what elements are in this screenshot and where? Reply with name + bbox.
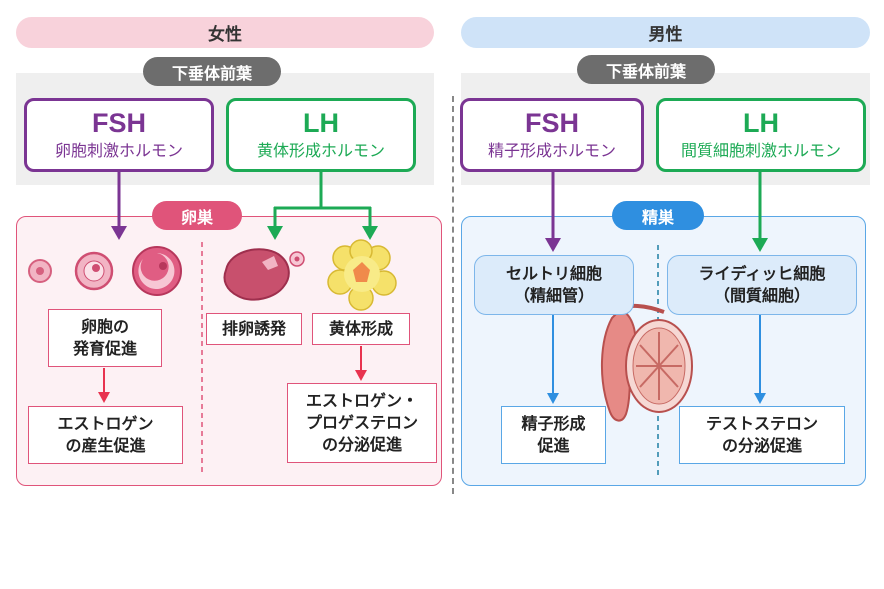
sperm-formation-line2: 促進 — [537, 436, 570, 455]
female-pituitary-label: 下垂体前葉 — [143, 57, 281, 86]
testis-tag-text: 精巣 — [641, 207, 674, 227]
female-lh-subtitle: 黄体形成ホルモン — [256, 141, 385, 160]
male-pituitary-text: 下垂体前葉 — [605, 61, 686, 81]
male-fsh-arrow — [545, 172, 561, 252]
sertoli-line1: セルトリ細胞 — [505, 264, 602, 283]
female-fsh-subtitle: 卵胞刺激ホルモン — [54, 141, 183, 160]
testosterone-arrow — [754, 315, 766, 404]
male-lh-subtitle: 間質細胞刺激ホルモン — [680, 141, 841, 160]
testis-tag: 精巣 — [612, 201, 704, 230]
ovulation-illustration — [223, 248, 305, 301]
leydig-line1: ライディッヒ細胞 — [698, 264, 826, 283]
male-lh-title: LH — [743, 108, 779, 138]
ovary-tag: 卵巣 — [152, 201, 242, 230]
center-divider — [452, 96, 454, 494]
male-header: 男性 — [461, 17, 870, 48]
male-pituitary-label: 下垂体前葉 — [577, 55, 715, 84]
testosterone-line2: の分泌促進 — [721, 436, 802, 455]
leydig-line2: （間質細胞） — [713, 286, 810, 305]
estrogen-production-box: エストロゲン の産生促進 — [28, 406, 183, 464]
luteal-formation-text: 黄体形成 — [328, 319, 393, 338]
female-lh-arrow — [267, 172, 378, 240]
sertoli-line2: （精細管） — [513, 286, 594, 305]
corpus-luteum-illustration — [327, 239, 397, 311]
female-lh-title: LH — [303, 108, 339, 138]
female-header-label: 女性 — [208, 25, 242, 45]
follicle-growth-line1: 卵胞の — [80, 317, 129, 336]
sperm-formation-box: 精子形成 促進 — [501, 406, 606, 464]
progesterone-line2: プロゲステロン — [305, 413, 418, 432]
female-fsh-title: FSH — [92, 108, 146, 138]
progesterone-line3: の分泌促進 — [321, 435, 402, 454]
estrogen-production-line1: エストロゲン — [57, 414, 154, 433]
follicle-large-illustration — [132, 246, 182, 296]
sertoli-cell-box: セルトリ細胞 （精細管） — [474, 255, 634, 315]
ovary-tag-text: 卵巣 — [180, 207, 213, 227]
follicle-growth-box: 卵胞の 発育促進 — [48, 309, 162, 367]
female-fsh-box: FSH 卵胞刺激ホルモン — [24, 98, 214, 172]
estrogen-arrow — [98, 368, 110, 403]
testis-illustration — [601, 304, 693, 422]
male-fsh-title: FSH — [525, 108, 579, 138]
follicle-small-illustration — [28, 259, 52, 283]
male-lh-arrow — [752, 172, 768, 252]
testosterone-secretion-box: テストステロン の分泌促進 — [679, 406, 845, 464]
luteal-formation-box: 黄体形成 — [312, 313, 410, 345]
male-lh-box: LH 間質細胞刺激ホルモン — [656, 98, 866, 172]
sperm-formation-line1: 精子形成 — [521, 414, 586, 433]
progesterone-arrow — [355, 346, 367, 381]
testosterone-line1: テストステロン — [705, 414, 818, 433]
male-header-label: 男性 — [648, 25, 683, 45]
female-lh-box: LH 黄体形成ホルモン — [226, 98, 416, 172]
ovulation-text: 排卵誘発 — [221, 319, 286, 338]
estrogen-production-line2: の産生促進 — [65, 436, 146, 455]
progesterone-secretion-box: エストロゲン・ プロゲステロン の分泌促進 — [287, 383, 437, 463]
ovulation-box: 排卵誘発 — [206, 313, 302, 345]
follicle-growth-line2: 発育促進 — [72, 339, 137, 358]
follicle-medium-illustration — [74, 251, 114, 291]
female-fsh-arrow — [111, 172, 127, 240]
leydig-cell-box: ライディッヒ細胞 （間質細胞） — [667, 255, 857, 315]
female-header: 女性 — [16, 17, 434, 48]
progesterone-line1: エストロゲン・ — [305, 391, 418, 410]
male-fsh-box: FSH 精子形成ホルモン — [460, 98, 644, 172]
sperm-arrow — [547, 315, 559, 404]
male-fsh-subtitle: 精子形成ホルモン — [487, 141, 616, 160]
female-pituitary-text: 下垂体前葉 — [171, 63, 252, 83]
